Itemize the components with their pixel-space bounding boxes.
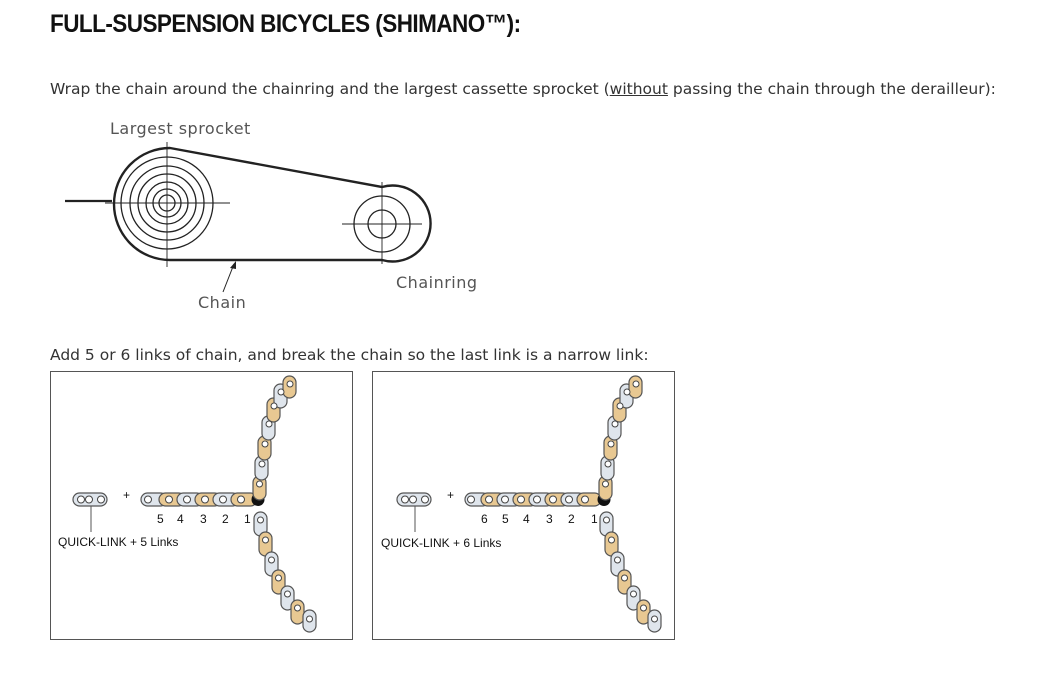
quick-link-icon	[396, 492, 432, 532]
link-number-3: 3	[546, 512, 553, 526]
panel-quicklink-5-links: +	[50, 371, 353, 640]
chainring-icon	[342, 182, 422, 264]
upper-chain-segment	[252, 375, 297, 501]
link-number-2: 2	[568, 512, 575, 526]
label-chainring: Chainring	[396, 273, 478, 292]
plus-sign: +	[123, 488, 130, 502]
label-largest-sprocket: Largest sprocket	[110, 119, 251, 138]
chain-loop	[112, 146, 432, 263]
step1-text-before: Wrap the chain around the chainring and …	[50, 80, 610, 98]
link-number-1: 1	[591, 512, 598, 526]
caption-quicklink-6: QUICK-LINK + 6 Links	[381, 536, 501, 550]
caption-quicklink-5: QUICK-LINK + 5 Links	[58, 535, 178, 549]
chain-pointer	[222, 263, 235, 293]
link-number-2: 2	[222, 512, 229, 526]
added-links-row	[140, 492, 265, 507]
step1-instruction: Wrap the chain around the chainring and …	[50, 80, 996, 98]
link-number-5: 5	[502, 512, 509, 526]
panel-quicklink-6-links: +	[372, 371, 675, 640]
step1-text-after: passing the chain through the derailleur…	[667, 80, 996, 98]
chain-wrap-diagram: Largest sprocket Chain Chainring	[65, 119, 478, 312]
link-number-5: 5	[157, 512, 164, 526]
lower-chain-segment	[599, 511, 662, 633]
link-number-4: 4	[523, 512, 530, 526]
chain-pointer-arrowhead	[230, 261, 236, 269]
upper-chain-segment	[598, 375, 643, 501]
lower-chain-segment	[253, 511, 317, 633]
link-number-6: 6	[481, 512, 488, 526]
page-heading: FULL-SUSPENSION BICYCLES (SHIMANO™):	[50, 10, 521, 38]
step2-instruction: Add 5 or 6 links of chain, and break the…	[50, 346, 649, 364]
link-number-1: 1	[244, 512, 251, 526]
cassette-sprocket-icon	[105, 142, 230, 267]
link-number-3: 3	[200, 512, 207, 526]
plus-sign: +	[447, 488, 454, 502]
step1-underlined-word: without	[609, 80, 668, 98]
added-links-row	[464, 492, 611, 507]
link-number-4: 4	[177, 512, 184, 526]
quick-link-icon	[72, 492, 108, 532]
label-chain: Chain	[198, 293, 246, 312]
chain-5-links-figure: +	[58, 375, 317, 633]
chain-6-links-figure: +	[381, 375, 662, 633]
